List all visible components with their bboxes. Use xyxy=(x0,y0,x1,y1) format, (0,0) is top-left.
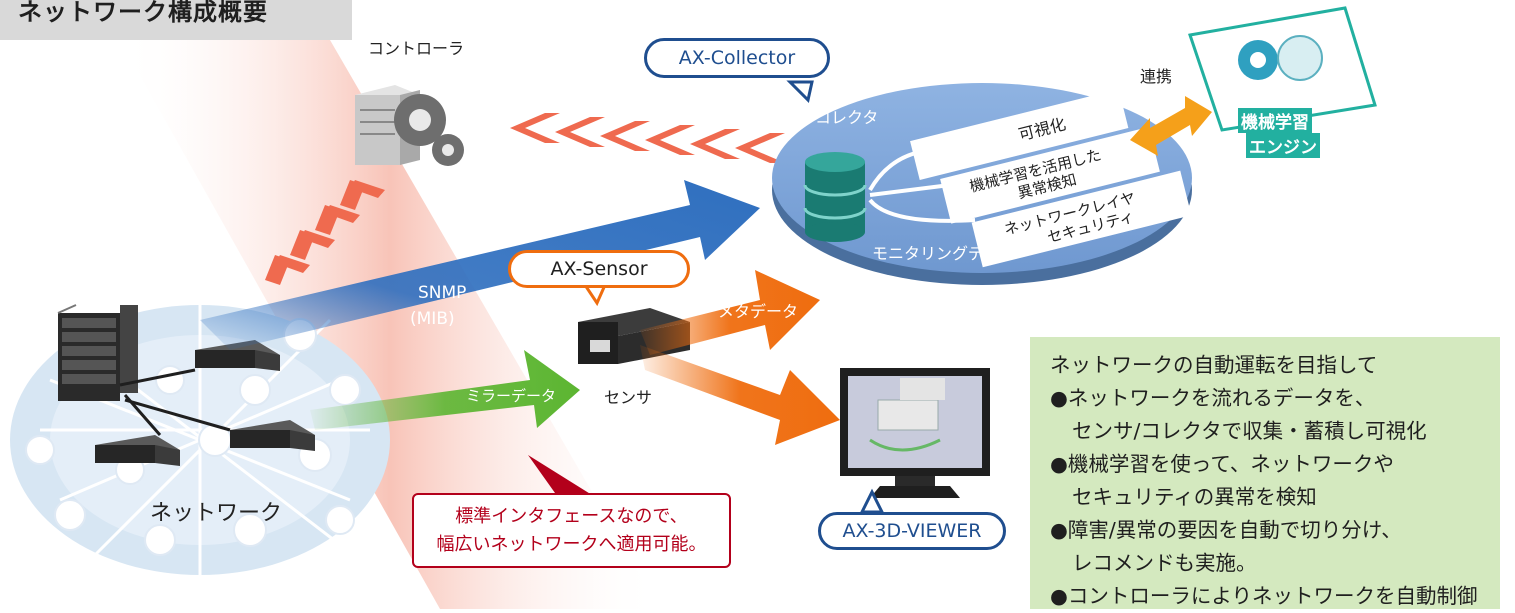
page-title: ネットワーク構成概要 xyxy=(18,0,268,26)
viewer-monitor xyxy=(840,368,990,498)
notice-line-1: 標準インタフェースなので、 xyxy=(455,506,688,527)
summary-box: ネットワークの自動運転を目指して ●ネットワークを流れるデータを、 センサ/コレ… xyxy=(1030,337,1500,609)
summary-item: ●コントローラによりネットワークを自動制御 xyxy=(1050,584,1478,608)
sensor-label: センサ xyxy=(604,388,653,407)
network-switch-2 xyxy=(95,435,180,466)
controller-server xyxy=(355,85,464,166)
panel-security xyxy=(971,170,1192,268)
network-switch-3 xyxy=(230,420,315,451)
notice-box: 標準インタフェースなので、 幅広いネットワークへ適用可能。 xyxy=(412,493,731,568)
meta-data-label: メタデータ xyxy=(718,302,799,321)
network-links xyxy=(119,368,231,436)
snmp-label: SNMP xyxy=(418,283,467,303)
summary-item: ●機械学習を使って、ネットワークや xyxy=(1050,452,1394,476)
link-label: 連携 xyxy=(1140,67,1173,86)
standard-interface-band xyxy=(120,40,660,609)
mirror-arrow xyxy=(310,350,580,430)
link-arrow xyxy=(1130,96,1212,156)
ml-engine-label-2: エンジン xyxy=(1246,133,1320,158)
summary-item: レコメンドも実施。 xyxy=(1072,551,1257,575)
mib-label: (MIB) xyxy=(410,309,455,329)
collector-pill: AX-Collector xyxy=(644,38,830,78)
panel-anomaly xyxy=(940,126,1160,224)
monitoring-data-label: モニタリングデータ xyxy=(872,244,1017,263)
network-switch-1 xyxy=(195,340,280,371)
ml-engine xyxy=(1188,6,1377,132)
mirror-data-label: ミラーデータ xyxy=(466,387,557,405)
network-server-rack xyxy=(57,304,138,401)
meta-arrow-down xyxy=(640,345,840,445)
collector-pill-pointer xyxy=(786,80,814,103)
viewer-pill: AX-3D-VIEWER xyxy=(818,512,1006,550)
sensor-pill: AX-Sensor xyxy=(508,250,690,288)
database-icon xyxy=(803,152,867,242)
title-box: ネットワーク構成概要 xyxy=(0,0,352,40)
controller-label: コントローラ xyxy=(368,39,465,58)
notice-pointer xyxy=(528,455,600,500)
control-chevrons-horizontal xyxy=(510,113,785,163)
summary-item: ●障害/異常の要因を自動で切り分け、 xyxy=(1050,518,1402,542)
panel-visualize xyxy=(910,89,1129,180)
summary-item: セキュリティの異常を検知 xyxy=(1072,485,1317,509)
snmp-arrow xyxy=(200,180,760,350)
control-chevrons-diagonal xyxy=(265,180,385,285)
summary-item: ●ネットワークを流れるデータを、 xyxy=(1050,386,1376,410)
meta-arrow-up xyxy=(640,270,820,355)
network-label: ネットワーク xyxy=(150,501,283,526)
summary-item: センサ/コレクタで収集・蓄積し可視化 xyxy=(1072,419,1427,443)
collector-label: コレクタ xyxy=(815,108,879,127)
summary-heading: ネットワークの自動運転を目指して xyxy=(1050,353,1378,377)
ml-engine-label-1: 機械学習 xyxy=(1238,108,1312,133)
notice-line-2: 幅広いネットワークへ適用可能。 xyxy=(436,534,707,555)
